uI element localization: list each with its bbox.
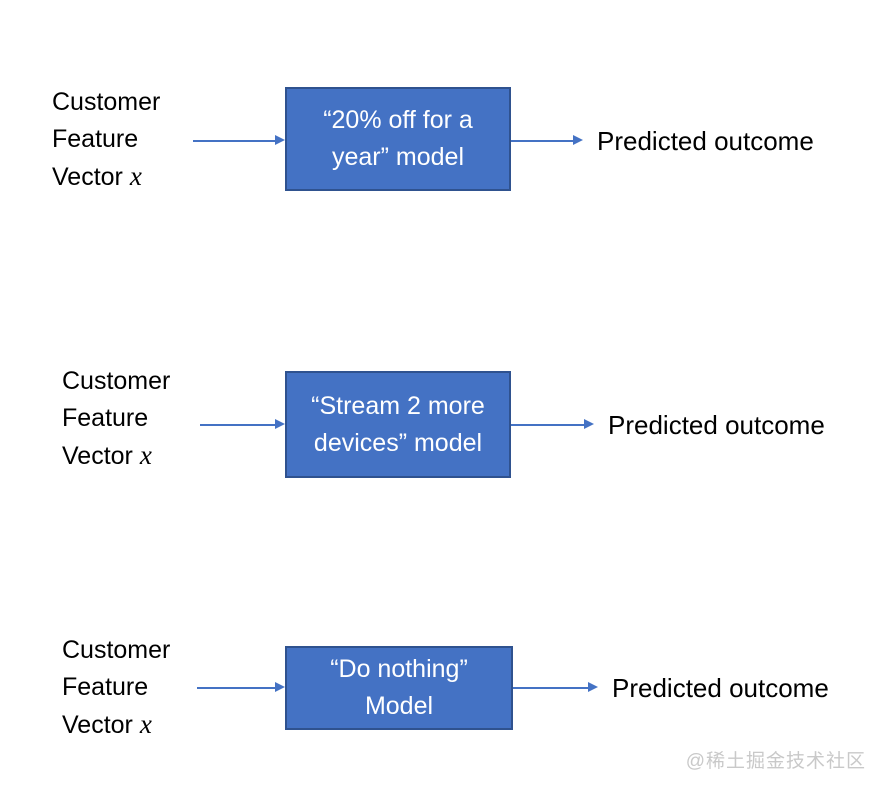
model-box-label-line: “Do nothing” xyxy=(330,655,468,683)
model-box-label-line: Model xyxy=(364,692,434,720)
input-label-line: Vector x xyxy=(62,440,152,470)
output-arrow-icon xyxy=(511,133,583,149)
feature-vector-x: x xyxy=(139,709,152,739)
input-label-line: Vector x xyxy=(62,709,152,739)
input-label: Customer Feature Vector x xyxy=(62,363,170,475)
model-box-label-line: “Stream 2 more xyxy=(311,391,485,420)
input-arrow-icon xyxy=(197,680,285,696)
input-arrow-icon xyxy=(193,133,285,149)
input-label: Customer Feature Vector x xyxy=(62,632,170,744)
feature-vector-x: x xyxy=(139,440,152,470)
output-arrow-icon xyxy=(513,680,598,696)
input-label-line: Feature xyxy=(62,673,149,701)
input-label-line: Feature xyxy=(52,125,139,153)
predicted-outcome-label: Predicted outcome xyxy=(608,410,825,440)
model-box-label-line: year” model xyxy=(332,143,464,171)
input-label-line: Customer xyxy=(52,88,161,116)
model-box: “Stream 2 more devices” model xyxy=(285,371,511,478)
model-box: “Do nothing” Model xyxy=(285,646,513,730)
feature-vector-x: x xyxy=(129,161,142,191)
predicted-outcome-label: Predicted outcome xyxy=(612,673,829,703)
input-label-line: Vector x xyxy=(52,161,142,191)
input-label: Customer Feature Vector x xyxy=(52,84,160,196)
output-arrow-icon xyxy=(511,417,594,433)
model-box-label-line: “20% off for a xyxy=(323,106,473,134)
input-label-line: Customer xyxy=(62,367,171,395)
model-box: “20% off for a year” model xyxy=(285,87,511,191)
predicted-outcome-label: Predicted outcome xyxy=(597,126,814,156)
watermark: @稀土掘金技术社区 xyxy=(685,751,866,772)
model-box-label-line: devices” model xyxy=(313,428,483,457)
input-arrow-icon xyxy=(200,417,285,433)
input-label-line: Customer xyxy=(62,636,171,664)
input-label-line: Feature xyxy=(62,404,149,432)
